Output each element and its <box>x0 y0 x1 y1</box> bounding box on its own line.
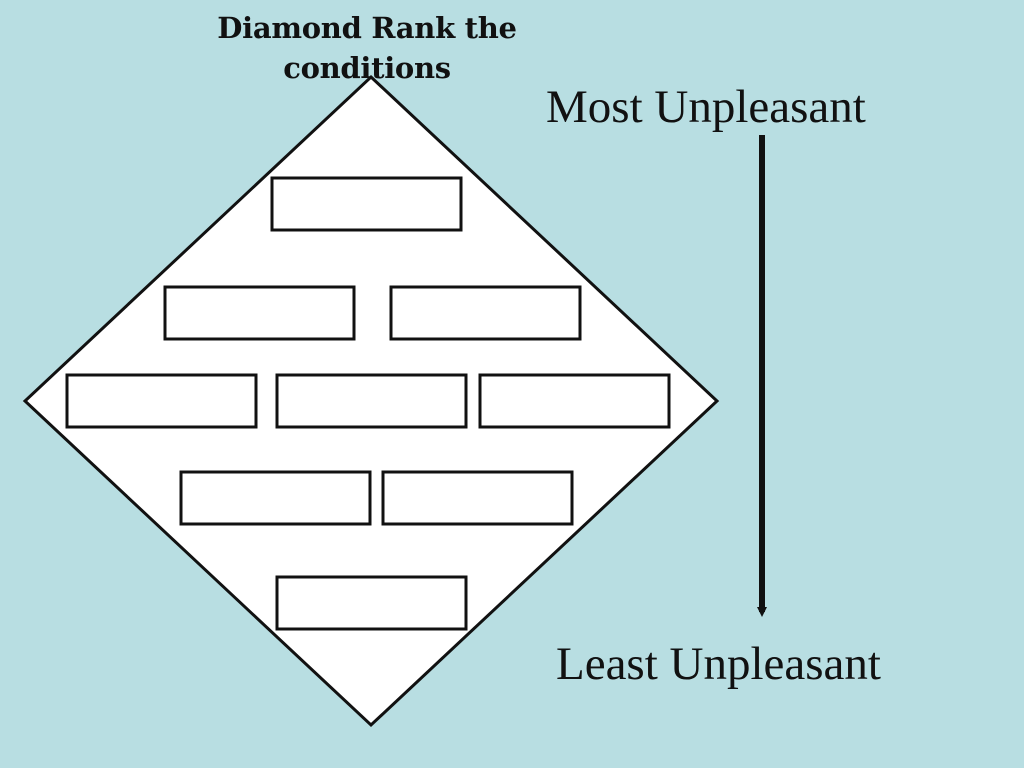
rank-box-row4-2[interactable] <box>381 470 574 526</box>
rank-box-row3-2[interactable] <box>275 373 468 429</box>
ranking-boxes <box>65 176 671 631</box>
rank-box-row4-1[interactable] <box>179 470 372 526</box>
slide-title: Diamond Rank the conditions <box>167 8 567 88</box>
rank-box-row2-2[interactable] <box>389 285 582 341</box>
slide-title-line-1: Diamond Rank the <box>217 11 517 45</box>
slide-title-line-2: conditions <box>283 51 451 85</box>
rank-box-row5-1[interactable] <box>275 575 468 631</box>
rank-box-row3-1[interactable] <box>65 373 258 429</box>
scale-bottom-label: Least Unpleasant <box>556 638 881 690</box>
rank-box-row3-3[interactable] <box>478 373 671 429</box>
rank-box-row2-1[interactable] <box>163 285 356 341</box>
scale-top-label: Most Unpleasant <box>546 81 866 133</box>
rank-box-row1-1[interactable] <box>270 176 463 232</box>
